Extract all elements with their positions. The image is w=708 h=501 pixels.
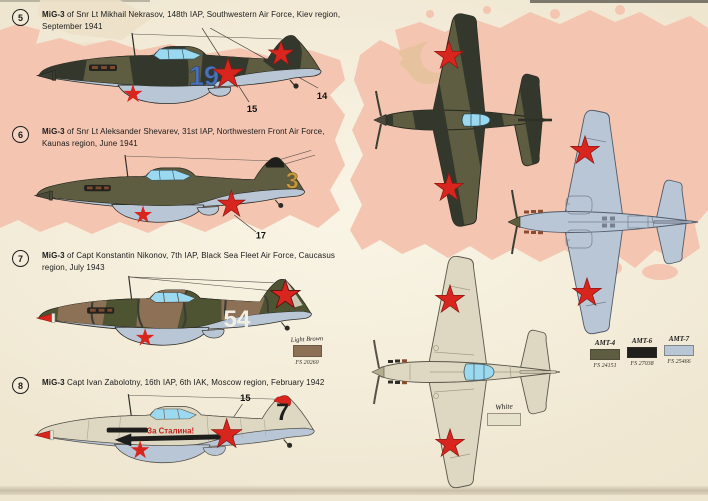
scan-edge-bottom bbox=[0, 485, 708, 495]
fin-black-cap bbox=[264, 157, 285, 168]
amt-6-label: AMT-6 bbox=[631, 337, 653, 345]
decal-number-15: 15 bbox=[247, 104, 258, 115]
canopy bbox=[463, 363, 495, 381]
aircraft-type-label: MiG-3 bbox=[42, 10, 65, 19]
tactical-number-54: 54 bbox=[223, 306, 250, 333]
light-brown-label: Light Brown bbox=[290, 335, 324, 344]
propeller-blades bbox=[375, 90, 382, 150]
circled-number-7: 7 bbox=[12, 250, 29, 267]
aircraft-side-view-6: 3 17 bbox=[34, 150, 315, 240]
pilot-unit-description: Capt Ivan Zabolotny, 16th IAP, 6th IAK, … bbox=[64, 378, 325, 387]
aircraft-type-label: MiG-3 bbox=[42, 378, 65, 387]
aircraft-type-label: MiG-3 bbox=[42, 127, 65, 136]
amt-7-swatch bbox=[664, 345, 694, 356]
fin-bottom bbox=[653, 220, 693, 224]
access-panels bbox=[602, 216, 615, 228]
light-brown-swatch bbox=[292, 345, 322, 357]
amt-4-fs-code: FS 24151 bbox=[593, 363, 617, 369]
profile-6-caption: 6 MiG-3 of Snr Lt Aleksander Shevarev, 3… bbox=[12, 126, 342, 149]
aircraft-type-label: MiG-3 bbox=[42, 251, 65, 260]
light-brown-legend: Light Brown FS 20260 bbox=[283, 335, 331, 366]
spinner bbox=[371, 366, 385, 378]
red-fin-cap bbox=[273, 395, 292, 407]
decal-number-14: 14 bbox=[317, 91, 328, 102]
amt-6-swatch bbox=[627, 347, 657, 358]
pilot-unit-description: of Capt Konstantin Nikonov, 7th IAP, Bla… bbox=[42, 251, 335, 272]
profile-5-number: 5 bbox=[17, 12, 23, 23]
profile-5-text: MiG-3 of Snr Lt Mikhail Nekrasov, 148th … bbox=[42, 9, 342, 32]
profile-7-caption: 7 MiG-3 of Capt Konstantin Nikonov, 7th … bbox=[12, 250, 342, 273]
white-swatch bbox=[487, 413, 521, 426]
white-legend: White bbox=[482, 401, 526, 426]
canopy bbox=[461, 113, 491, 127]
amt-4-label: AMT-4 bbox=[594, 339, 616, 347]
pilot-unit-description: of Snr Lt Mikhail Nekrasov, 148th IAP, S… bbox=[42, 10, 341, 31]
profile-6-text: MiG-3 of Snr Lt Aleksander Shevarev, 31s… bbox=[42, 126, 342, 149]
exhaust-stubs bbox=[388, 359, 407, 385]
profile-8-number: 8 bbox=[17, 380, 23, 391]
map-light-landmass bbox=[38, 0, 152, 40]
aircraft-bottom-view-grey bbox=[508, 109, 699, 335]
aircraft-top-view-camo bbox=[373, 13, 552, 227]
amt-4-swatch bbox=[590, 349, 620, 360]
decal-number-15: 15 bbox=[240, 393, 250, 403]
profile-5-caption: 5 MiG-3 of Snr Lt Mikhail Nekrasov, 148t… bbox=[12, 9, 342, 32]
slogan-za-stalina: За Сталина! bbox=[147, 427, 194, 436]
fin-top bbox=[519, 370, 557, 374]
amt-7-fs-code: FS 25466 bbox=[667, 359, 691, 365]
profile-7-text: MiG-3 of Capt Konstantin Nikonov, 7th IA… bbox=[42, 250, 342, 273]
amt-4-legend: AMT-4 FS 24151 bbox=[590, 339, 620, 369]
spinner bbox=[373, 114, 387, 126]
aircraft-side-view-8: За Сталина! 7 15 bbox=[34, 393, 315, 464]
pilot-unit-description: of Snr Lt Aleksander Shevarev, 31st IAP,… bbox=[42, 127, 325, 148]
propeller-blades bbox=[511, 189, 518, 255]
tactical-number-19: 19 bbox=[189, 61, 219, 91]
decal-number-17: 17 bbox=[256, 231, 266, 240]
aircraft-side-view-5: 19 14 15 bbox=[36, 28, 328, 115]
propeller-blades bbox=[373, 339, 380, 405]
profile-8-caption: 8 MiG-3 Capt Ivan Zabolotny, 16th IAP, 6… bbox=[12, 377, 342, 394]
gun-trough bbox=[106, 427, 148, 433]
tactical-number-7: 7 bbox=[276, 400, 289, 426]
light-brown-fs-code: FS 20260 bbox=[295, 360, 319, 366]
tactical-number-3: 3 bbox=[286, 167, 299, 193]
profile-6-number: 6 bbox=[17, 129, 23, 140]
amt-7-label: AMT-7 bbox=[668, 335, 690, 343]
profile-8-text: MiG-3 Capt Ivan Zabolotny, 16th IAP, 6th… bbox=[42, 377, 342, 389]
exhaust-stubs bbox=[524, 209, 543, 235]
za-stalina-arrow bbox=[114, 433, 234, 447]
hammer-and-sickle-watermark bbox=[398, 41, 447, 84]
fin-top bbox=[518, 118, 552, 122]
aircraft-side-view-7: 54 bbox=[36, 272, 312, 346]
circled-number-5: 5 bbox=[12, 9, 29, 26]
aircraft-top-view-white bbox=[371, 255, 561, 489]
amt-colour-legend: AMT-4 FS 24151 AMT-6 FS 27038 AMT-7 FS 2… bbox=[590, 335, 694, 369]
spinner bbox=[508, 216, 521, 228]
amt-7-legend: AMT-7 FS 25466 bbox=[664, 335, 694, 369]
profile-7-number: 7 bbox=[17, 253, 23, 264]
circled-number-8: 8 bbox=[12, 377, 29, 394]
amt-6-fs-code: FS 27038 bbox=[630, 361, 654, 367]
amt-6-legend: AMT-6 FS 27038 bbox=[627, 337, 657, 369]
circled-number-6: 6 bbox=[12, 126, 29, 143]
scan-edge-top bbox=[530, 0, 708, 3]
white-label: White bbox=[494, 401, 514, 412]
